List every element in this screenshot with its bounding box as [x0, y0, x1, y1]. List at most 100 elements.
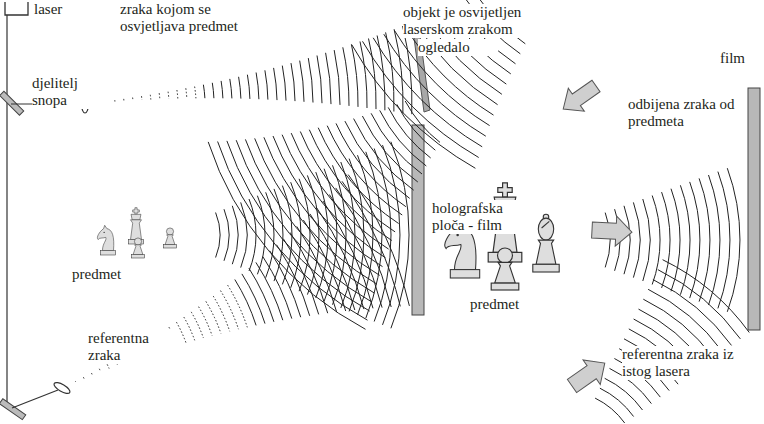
wavefront	[336, 188, 392, 307]
wavefront	[727, 168, 740, 312]
wavefront	[249, 199, 256, 271]
wavefront	[291, 133, 388, 249]
label: referentna zraka	[88, 330, 178, 364]
wavefront	[277, 245, 310, 316]
object-right	[445, 183, 559, 290]
wavefront	[329, 195, 382, 308]
wavefront	[224, 209, 229, 261]
wavefront	[316, 207, 364, 309]
wavefront	[405, 101, 440, 142]
wavefront	[671, 189, 680, 292]
wavefront	[91, 373, 92, 375]
beam-splitter	[0, 91, 24, 115]
wavefront	[624, 206, 630, 274]
wavefront	[107, 364, 109, 368]
holographic-plate	[412, 125, 424, 315]
label: zraka kojom se osvjetljava predmet	[120, 1, 260, 35]
wavefront	[195, 87, 196, 99]
label: predmet	[72, 266, 142, 283]
wavefront	[391, 142, 409, 329]
laser-beam	[6, 15, 7, 405]
wavefront	[342, 181, 400, 306]
wavefront	[318, 128, 398, 224]
wavefront	[290, 233, 328, 314]
wavefront	[360, 42, 367, 109]
wavefront	[132, 98, 133, 101]
wavefront	[358, 155, 374, 315]
wavefront	[263, 257, 292, 319]
wavefront	[653, 280, 732, 346]
wavefront	[362, 116, 417, 182]
wavefront	[282, 66, 286, 101]
label: odbijena zraka od predmeta	[628, 96, 738, 130]
wavefront	[310, 214, 355, 310]
wavefront	[633, 202, 640, 277]
wavefront	[663, 260, 750, 333]
wavefront	[247, 75, 250, 99]
label: laser	[34, 1, 84, 18]
wavefront	[191, 312, 203, 338]
wavefront	[299, 179, 310, 291]
wavefront	[658, 270, 741, 339]
wavefront	[369, 39, 377, 110]
wavefront	[354, 119, 414, 191]
lens	[52, 380, 71, 395]
wavefront	[216, 213, 220, 258]
wavefront	[212, 83, 214, 98]
wavefront	[199, 307, 213, 336]
wavefront	[99, 369, 100, 372]
wavefront	[348, 175, 409, 306]
label: objekt je osvijetljen laserskom zrakom	[403, 4, 528, 38]
wavefront	[274, 189, 283, 281]
label: holografska ploča - film	[432, 200, 532, 234]
wavefront	[600, 388, 634, 416]
wavefront	[709, 175, 720, 305]
wavefront	[221, 81, 223, 98]
wavefront	[363, 41, 479, 157]
wavefront	[186, 88, 187, 98]
wavefront	[235, 280, 256, 326]
wavefront	[317, 56, 322, 104]
wavefront	[652, 196, 660, 285]
wavefront	[141, 96, 142, 100]
wavefront	[114, 100, 115, 101]
wavefront	[230, 79, 232, 99]
wavefront	[221, 291, 239, 330]
film	[748, 88, 760, 330]
wavefront	[643, 199, 650, 281]
wavefront	[256, 73, 259, 100]
wavefront	[228, 285, 248, 327]
wavefront	[265, 70, 268, 99]
wavefront	[159, 93, 161, 99]
object-left	[97, 208, 176, 258]
wavefront	[291, 63, 295, 101]
wavefront	[123, 99, 124, 101]
wavefront	[605, 378, 643, 410]
wavefront	[242, 274, 265, 324]
wavefront	[168, 92, 170, 99]
wavefront	[184, 317, 195, 340]
wavefront	[326, 53, 331, 104]
wavefront	[349, 159, 364, 312]
reference-beam	[12, 390, 58, 408]
wavefront	[343, 47, 349, 106]
wavefront	[270, 251, 301, 318]
wavefront	[83, 377, 85, 378]
wavefront	[308, 58, 313, 102]
label: referentna zraka iz istog lasera	[622, 346, 762, 380]
wavefront	[257, 196, 265, 275]
lower-mirror	[0, 399, 26, 420]
wavefront	[300, 61, 304, 102]
wavefront	[266, 192, 274, 277]
wavefront	[213, 296, 230, 331]
wavefront	[150, 95, 152, 100]
wavefront	[239, 77, 241, 99]
label: film	[720, 50, 760, 67]
wavefront	[256, 262, 283, 320]
wavefront	[334, 50, 340, 105]
wavefront	[345, 121, 410, 198]
wavefront	[718, 172, 730, 309]
wavefront	[605, 213, 610, 268]
wavefront	[203, 85, 205, 99]
wavefront	[232, 206, 238, 264]
